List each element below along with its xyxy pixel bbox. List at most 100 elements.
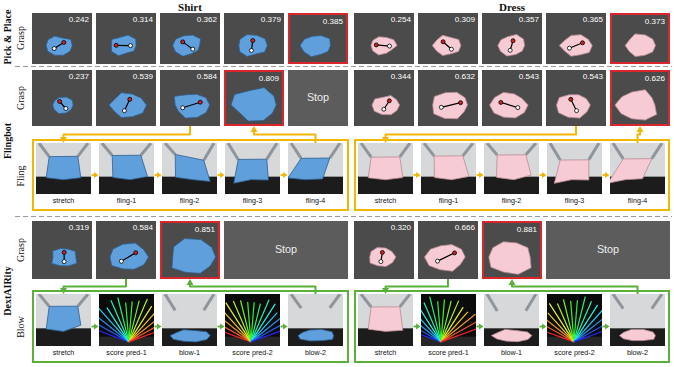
cloth bbox=[498, 35, 525, 57]
flow-arrow bbox=[414, 324, 421, 330]
cloth bbox=[288, 158, 330, 180]
cloth bbox=[170, 330, 210, 342]
photo-frame: stretch bbox=[358, 143, 413, 207]
score-value: 0.344 bbox=[354, 70, 414, 82]
score-value: 0.357 bbox=[482, 13, 542, 25]
score-ray bbox=[563, 299, 574, 341]
score-value: 0.584 bbox=[160, 70, 220, 82]
cloth bbox=[557, 95, 591, 118]
score-ray bbox=[441, 314, 475, 342]
score-value: 0.632 bbox=[418, 70, 478, 82]
flow-arrow bbox=[382, 126, 576, 143]
state-tile: 0.539 bbox=[96, 70, 156, 126]
robot-photo bbox=[99, 143, 154, 194]
robot-arm bbox=[487, 294, 497, 311]
score-value: 0.626 bbox=[612, 72, 668, 84]
flow-arrow bbox=[540, 324, 547, 330]
arrow-head bbox=[605, 172, 610, 178]
robot-arm bbox=[400, 294, 410, 307]
grasp-point bbox=[181, 40, 185, 44]
score-ray bbox=[574, 321, 602, 342]
robot-arm bbox=[228, 143, 238, 159]
conveyor bbox=[288, 328, 343, 346]
robot-arm bbox=[526, 294, 536, 311]
robot-arm bbox=[550, 143, 560, 160]
score-ray bbox=[251, 304, 275, 342]
score-ray bbox=[574, 301, 592, 342]
grasp-point bbox=[499, 100, 503, 104]
cloth bbox=[490, 92, 528, 118]
stop-box: Stop bbox=[224, 221, 348, 279]
robot-photo bbox=[421, 143, 476, 194]
photo-frame: blow-2 bbox=[610, 294, 665, 359]
grasp-point bbox=[62, 40, 66, 44]
stop-label: Stop bbox=[546, 221, 670, 277]
robot-photo bbox=[484, 294, 539, 346]
grasp-point bbox=[114, 43, 118, 47]
score-ray bbox=[421, 308, 441, 342]
state-tile: 0.626 bbox=[610, 70, 670, 126]
robot-photo bbox=[162, 294, 217, 346]
robot-photo bbox=[288, 294, 343, 346]
photo-ground bbox=[162, 294, 217, 346]
step-label: blow-1 bbox=[484, 346, 539, 359]
cloth bbox=[554, 160, 589, 184]
grasp-line bbox=[437, 253, 454, 261]
robot-arm bbox=[291, 143, 301, 158]
blow-band bbox=[355, 291, 669, 362]
grasp-point bbox=[379, 260, 383, 264]
robot-photo bbox=[225, 143, 280, 194]
step-label: fling-2 bbox=[162, 194, 217, 207]
cloth bbox=[433, 92, 468, 119]
cloth bbox=[497, 155, 532, 180]
step-label: fling-3 bbox=[547, 194, 602, 207]
state-tile: 0.362 bbox=[160, 13, 220, 64]
photo-ground bbox=[484, 143, 539, 194]
grasp-line bbox=[441, 103, 460, 108]
score-value: 0.362 bbox=[160, 13, 220, 25]
grasp-point bbox=[134, 251, 138, 255]
arrow-head bbox=[94, 172, 99, 178]
cloth bbox=[46, 156, 81, 179]
grasp-point bbox=[129, 44, 133, 48]
score-value: 0.254 bbox=[354, 13, 414, 25]
robot-photo bbox=[610, 143, 665, 194]
photo-ground bbox=[610, 294, 665, 346]
cloth bbox=[370, 248, 396, 267]
conveyor bbox=[610, 328, 665, 346]
step-label: stretch bbox=[358, 194, 413, 207]
stop-box: Stop bbox=[546, 221, 670, 279]
robot-photo bbox=[358, 294, 413, 346]
state-tile: 0.584 bbox=[96, 221, 156, 279]
score-value: 0.385 bbox=[290, 15, 346, 27]
grasp-point bbox=[459, 101, 463, 105]
score-ray bbox=[251, 321, 280, 342]
conveyor bbox=[162, 328, 217, 346]
photo-frame: blow-1 bbox=[484, 294, 539, 359]
arrow-line bbox=[386, 126, 577, 138]
score-value: 0.320 bbox=[354, 221, 414, 233]
arrow-head bbox=[283, 324, 288, 330]
photo-frame: stretch bbox=[358, 294, 413, 359]
grasp-point bbox=[508, 48, 512, 52]
cloth bbox=[489, 242, 531, 274]
robot-photo bbox=[547, 294, 602, 346]
score-ray bbox=[430, 297, 441, 342]
photo-frame: fling-4 bbox=[288, 143, 343, 207]
photo-frame: fling-1 bbox=[99, 143, 154, 207]
step-label: stretch bbox=[36, 346, 91, 359]
cloth bbox=[610, 159, 652, 184]
robot-arm bbox=[400, 143, 410, 157]
step-label: score pred-2 bbox=[225, 346, 280, 359]
arrow-head bbox=[283, 172, 288, 178]
robot-arm bbox=[165, 143, 175, 154]
cloth bbox=[231, 88, 276, 122]
robot-arm bbox=[39, 294, 49, 306]
score-ray bbox=[441, 301, 459, 342]
arrow-line bbox=[64, 126, 191, 138]
grasp-point bbox=[449, 47, 453, 51]
cloth bbox=[300, 36, 330, 57]
flow-arrow bbox=[509, 279, 638, 294]
robot-photo bbox=[358, 143, 413, 194]
